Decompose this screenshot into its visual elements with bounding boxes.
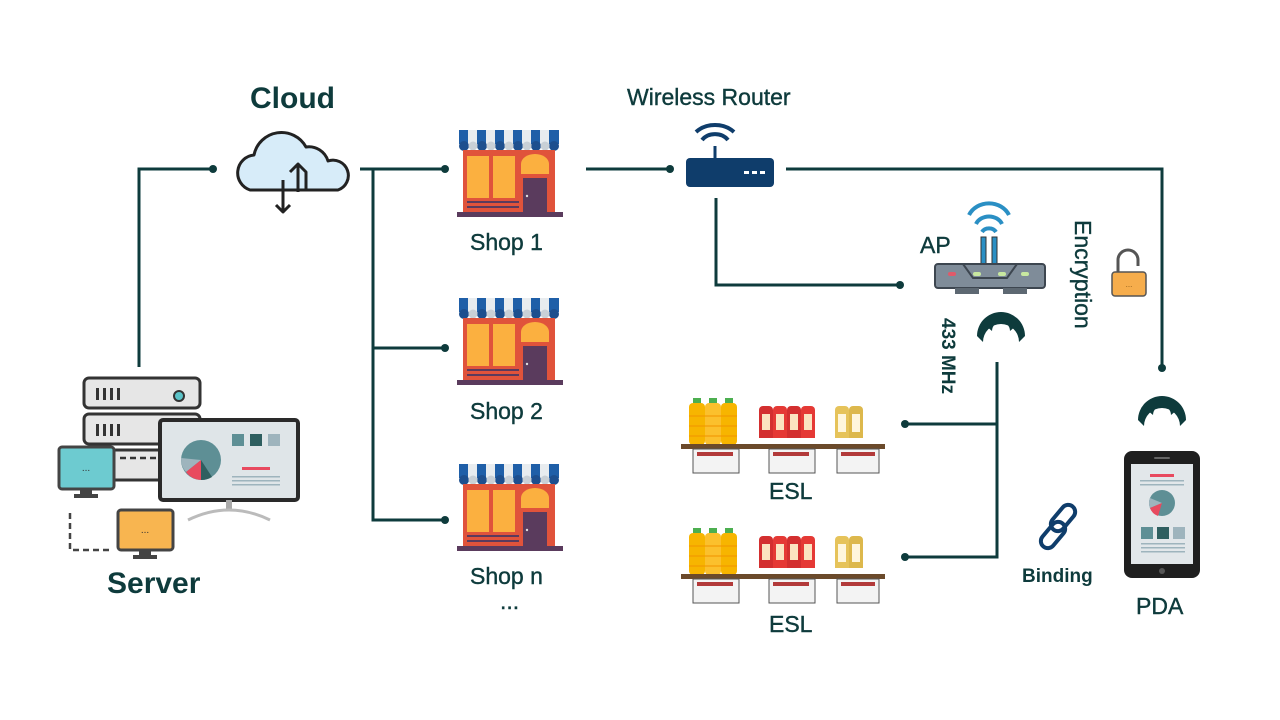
shop-1-icon: [457, 130, 563, 217]
shop-2-label: Shop 2: [470, 398, 543, 424]
encryption-label: Encryption: [1070, 220, 1096, 329]
signal-waves-icon: [977, 312, 1025, 342]
binding-label: Binding: [1022, 566, 1093, 587]
padlock-open-icon: ...: [1111, 248, 1147, 297]
pda-label: PDA: [1136, 593, 1184, 619]
shops-more-ellipsis: ...: [500, 588, 520, 614]
cloud-sync-icon: [236, 130, 350, 214]
shop-2-icon: [457, 298, 563, 385]
wifi-router-icon: [686, 123, 774, 187]
line-cloud-shop-n: [371, 169, 445, 522]
svg-text:...: ...: [1126, 280, 1133, 289]
esl-shelf-2-icon: [680, 527, 886, 604]
esl-shelf-1-icon: [680, 397, 886, 474]
svg-text:...: ...: [141, 525, 149, 536]
cloud-label: Cloud: [250, 82, 335, 115]
access-point-icon: [934, 201, 1046, 294]
signal-waves-icon: [1138, 396, 1186, 426]
esl-1-label: ESL: [769, 478, 813, 504]
handheld-tablet-icon: [1124, 451, 1200, 578]
line-router-ap: [714, 198, 900, 287]
shop-1-label: Shop 1: [470, 229, 543, 255]
connection-lines: [137, 167, 1164, 559]
shop-n-icon: [457, 464, 563, 551]
line-router-pda: [786, 167, 1164, 368]
server-workstation-icon: ... ...: [57, 376, 300, 559]
line-ap-esl-2: [905, 362, 999, 559]
svg-text:...: ...: [82, 463, 90, 474]
frequency-label: 433 MHz: [937, 318, 958, 395]
chain-link-icon: [1038, 502, 1078, 551]
shop-n-label: Shop n: [470, 563, 543, 589]
line-server-cloud: [137, 167, 213, 367]
connection-dots: [209, 165, 1166, 561]
server-label: Server: [107, 567, 201, 600]
esl-2-label: ESL: [769, 611, 813, 637]
wireless-router-label: Wireless Router: [627, 84, 791, 110]
ap-label: AP: [920, 232, 951, 258]
